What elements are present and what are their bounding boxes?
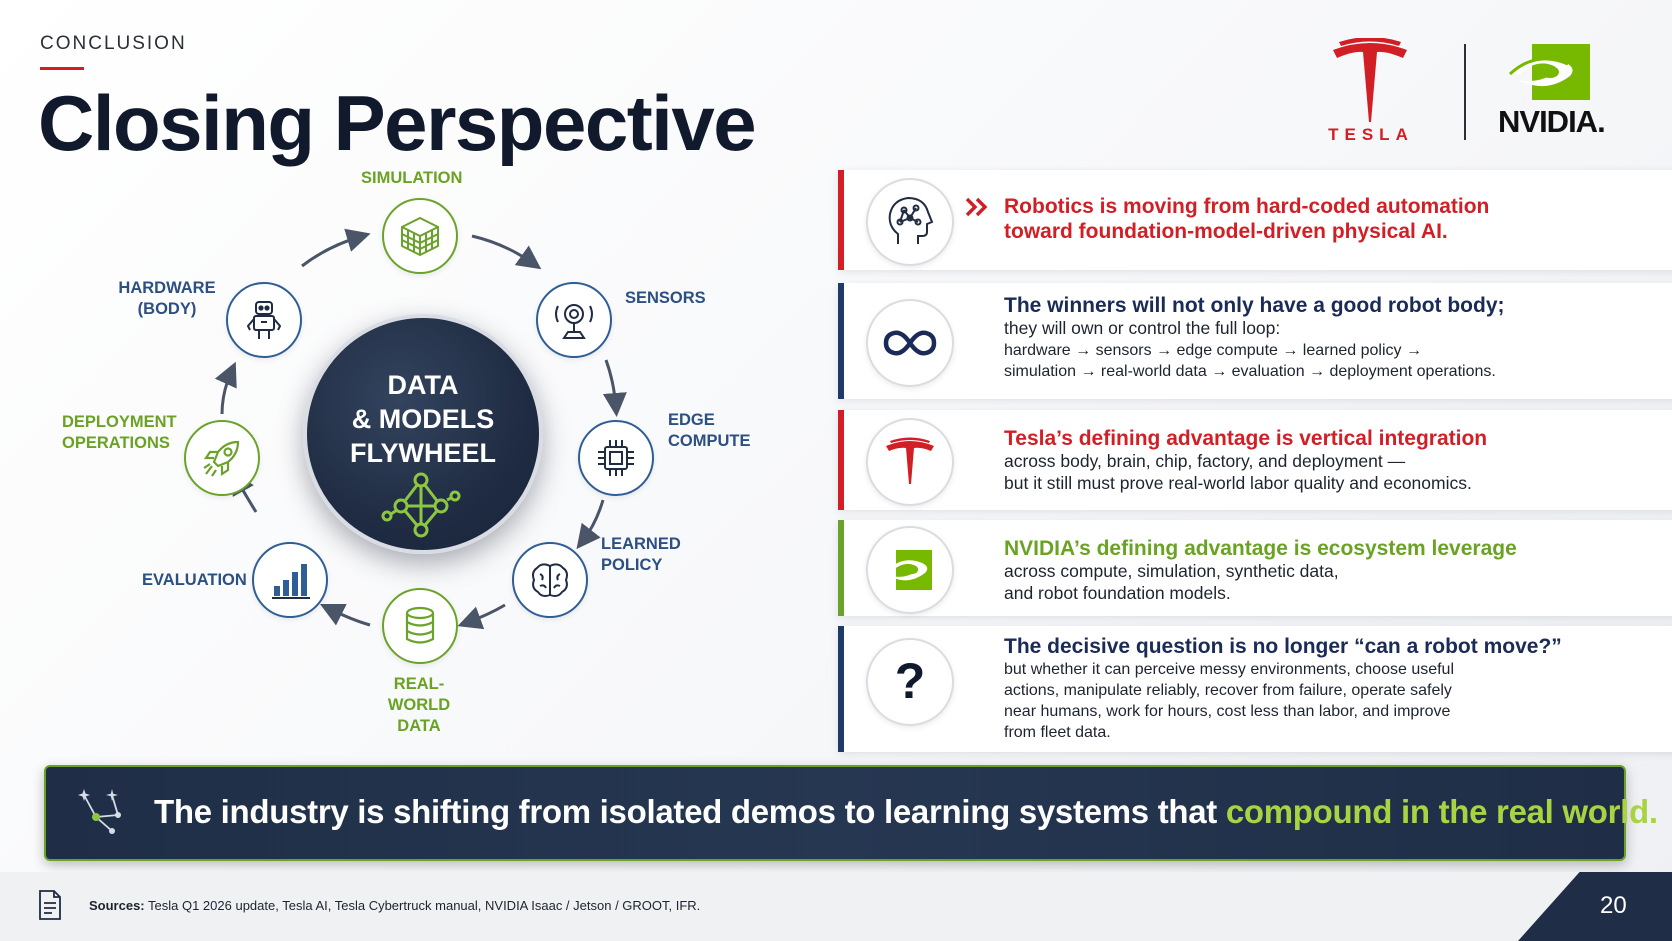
footer: Sources: Tesla Q1 2026 update, Tesla AI,… — [0, 872, 1672, 941]
center-line-1: DATA — [387, 370, 459, 400]
sources-text: Tesla Q1 2026 update, Tesla AI, Tesla Cy… — [144, 898, 701, 913]
banner-highlight: compound in the real world. — [1225, 793, 1658, 830]
sources-label: Sources: — [89, 898, 145, 913]
card5-head: The decisive question is no longer “can … — [1004, 635, 1562, 658]
rocket-icon — [203, 440, 240, 477]
question-mark-icon: ? — [895, 653, 926, 709]
node-sensors — [536, 282, 612, 358]
card4-body-line1: across compute, simulation, synthetic da… — [1004, 561, 1339, 581]
tesla-wordmark: TESLA — [1328, 125, 1414, 144]
node-evaluation — [252, 542, 328, 618]
page-number: 20 — [1600, 892, 1627, 919]
label-edge: EDGE — [668, 411, 715, 429]
card-icon-wrap: ? — [866, 638, 954, 726]
tesla-logo-icon — [1333, 38, 1407, 122]
card5-body-line1: but whether it can perceive messy enviro… — [1004, 661, 1455, 678]
label-data: DATA — [397, 717, 441, 735]
card-full-loop: The winners will not only have a good ro… — [838, 283, 1672, 399]
node-real-world-data — [382, 588, 458, 664]
card1-head-line2: toward foundation-model-driven physical … — [1004, 220, 1448, 243]
card2-loop-line1: hardware → sensors → edge compute → lear… — [1004, 341, 1422, 359]
label-body: (BODY) — [137, 300, 197, 318]
tesla-logo-icon — [886, 437, 934, 484]
card-icon-wrap — [866, 299, 954, 387]
card-nvidia: NVIDIA’s defining advantage is ecosystem… — [838, 520, 1672, 616]
banner-message: The industry is shifting from isolated d… — [154, 793, 1658, 831]
node-learned-policy — [512, 542, 588, 618]
label-sensors: SENSORS — [625, 289, 706, 307]
card-physical-ai: Robotics is moving from hard-coded autom… — [838, 170, 1672, 270]
label-operations: OPERATIONS — [62, 434, 170, 452]
card-tesla: Tesla’s defining advantage is vertical i… — [838, 410, 1672, 510]
label-simulation: SIMULATION — [361, 169, 463, 187]
infinity-icon — [883, 330, 937, 356]
node-simulation — [382, 198, 458, 274]
page-title: Closing Perspective — [38, 79, 757, 167]
network-nodes-icon — [381, 472, 461, 538]
card-icon-wrap — [866, 418, 954, 506]
card4-head: NVIDIA’s defining advantage is ecosystem… — [1004, 537, 1517, 560]
database-icon — [405, 606, 435, 644]
card2-loop-line2: simulation → real-world data → evaluatio… — [1004, 362, 1496, 380]
sources-note: Sources: Tesla Q1 2026 update, Tesla AI,… — [89, 898, 700, 913]
card5-body-line3: near humans, work for hours, cost less t… — [1004, 703, 1451, 720]
label-hardware: HARDWARE — [118, 279, 216, 297]
node-hardware-body — [226, 282, 302, 358]
label-deployment: DEPLOYMENT — [62, 413, 177, 431]
banner-main-text: The industry is shifting from isolated d… — [154, 793, 1226, 830]
label-policy: POLICY — [601, 556, 663, 574]
document-icon — [39, 890, 61, 920]
card5-body-line2: actions, manipulate reliably, recover fr… — [1004, 682, 1452, 699]
card-decisive-question: ? The decisive question is no longer “ca… — [838, 626, 1672, 752]
nvidia-logo-icon — [886, 550, 932, 590]
card4-body-line2: and robot foundation models. — [1004, 582, 1231, 603]
robot-icon — [246, 301, 282, 339]
center-line-3: FLYWHEEL — [349, 438, 496, 468]
label-real-world: REAL-WORLD — [387, 675, 451, 714]
card3-head: Tesla’s defining advantage is vertical i… — [1004, 427, 1488, 450]
card-icon-wrap — [866, 178, 954, 266]
center-line-2: & MODELS — [351, 404, 495, 434]
section-eyebrow: CONCLUSION — [40, 33, 187, 54]
flywheel-center: DATA & MODELS FLYWHEEL — [303, 314, 543, 554]
nvidia-wordmark: NVIDIA. — [1498, 104, 1606, 139]
ai-head-icon — [888, 196, 934, 244]
chip-icon — [598, 440, 634, 476]
card-icon-wrap — [866, 526, 954, 614]
card3-body-line1: across body, brain, chip, factory, and d… — [1004, 451, 1406, 471]
brain-icon — [532, 563, 568, 597]
cube-grid-icon — [401, 216, 439, 257]
camera-sensor-icon — [555, 304, 593, 339]
nvidia-logo-icon — [1508, 44, 1590, 100]
label-learned: LEARNED — [601, 535, 681, 553]
brand-divider — [1464, 44, 1466, 140]
bar-chart-icon — [272, 564, 310, 599]
card3-body-line2: but it still must prove real-world labor… — [1004, 472, 1472, 493]
eyebrow-underline — [40, 67, 84, 70]
node-edge-compute — [578, 420, 654, 496]
flywheel-arrows — [214, 228, 627, 630]
node-deployment-operations — [184, 420, 260, 496]
flywheel-diagram: DATA & MODELS FLYWHEEL — [0, 160, 800, 735]
card5-body-line4: from fleet data. — [1004, 724, 1111, 741]
conclusion-banner: The industry is shifting from isolated d… — [44, 765, 1658, 861]
constellation-icon — [78, 789, 121, 834]
card2-body: they will own or control the full loop: — [1004, 318, 1281, 338]
svg-text:?: ? — [895, 653, 926, 709]
double-chevron-icon — [965, 197, 988, 217]
label-evaluation: EVALUATION — [142, 571, 247, 589]
card2-head: The winners will not only have a good ro… — [1004, 294, 1505, 317]
label-compute: COMPUTE — [668, 432, 751, 450]
card1-head-line1: Robotics is moving from hard-coded autom… — [1004, 195, 1490, 218]
